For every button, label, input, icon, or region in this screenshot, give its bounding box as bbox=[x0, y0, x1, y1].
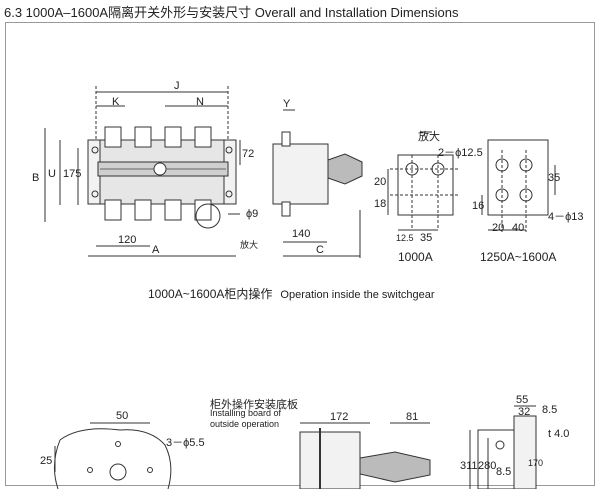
dim-u: U bbox=[48, 168, 56, 180]
caption-cn: 1000A~1600A柜内操作 bbox=[148, 287, 273, 301]
dim-50: 50 bbox=[116, 410, 129, 422]
dim-8-5-a: 8.5 bbox=[542, 404, 558, 416]
dim-140: 140 bbox=[292, 228, 311, 240]
dim-a: A bbox=[152, 244, 160, 256]
switch-side-view bbox=[272, 109, 363, 258]
dim-b: B bbox=[32, 172, 40, 184]
label-1000a: 1000A bbox=[398, 250, 433, 264]
dim-40: 40 bbox=[512, 222, 525, 234]
dim-311: 311 bbox=[460, 460, 478, 472]
dim-8-5-b: 8.5 bbox=[496, 466, 512, 478]
figure-caption: 1000A~1600A柜内操作 Operation inside the swit… bbox=[148, 285, 435, 302]
board-title-en-1: Installing board of bbox=[210, 408, 282, 418]
hole-3-phi5-5: 3－ϕ5.5 bbox=[166, 437, 205, 449]
dim-55: 55 bbox=[516, 394, 529, 406]
dim-t4: t 4.0 bbox=[548, 428, 570, 440]
dim-12-5: 12.5 bbox=[396, 233, 414, 243]
dim-k: K bbox=[112, 96, 120, 108]
mounting-board-view bbox=[54, 422, 172, 489]
hole-1250a: 4－ϕ13 bbox=[548, 211, 584, 223]
dim-phi9: ϕ9 bbox=[246, 208, 259, 220]
dim-16: 16 bbox=[472, 200, 485, 212]
dim-20-1250a: 20 bbox=[492, 222, 505, 234]
dim-35-1000a: 35 bbox=[420, 232, 433, 244]
terminal-detail-1000a bbox=[387, 131, 460, 231]
dim-n: N bbox=[196, 96, 204, 108]
board-title-cn: 柜外操作安装底板 bbox=[210, 399, 298, 411]
dim-25: 25 bbox=[40, 455, 53, 467]
dim-c: C bbox=[316, 244, 324, 256]
handle-bracket-view bbox=[469, 405, 537, 489]
outside-operation-side-view bbox=[299, 422, 431, 489]
dim-32: 32 bbox=[518, 406, 531, 418]
drawing-frame bbox=[5, 22, 595, 486]
dim-20-1000a: 20 bbox=[374, 176, 387, 188]
dim-172: 172 bbox=[330, 411, 349, 423]
zoom-label-1: 放大 bbox=[240, 240, 259, 250]
dim-175: 175 bbox=[63, 168, 82, 180]
dim-170: 170 bbox=[528, 458, 544, 468]
label-1250a-1600a: 1250A~1600A bbox=[480, 250, 557, 264]
caption-en: Operation inside the switchgear bbox=[280, 289, 435, 301]
zoom-label-2: 放大 bbox=[418, 131, 440, 143]
dim-72: 72 bbox=[242, 148, 255, 160]
dim-280: 280 bbox=[478, 460, 497, 472]
dim-y: Y bbox=[283, 98, 291, 110]
dim-120: 120 bbox=[118, 234, 137, 246]
dim-j: J bbox=[174, 80, 180, 92]
dim-35-1250a: 35 bbox=[548, 172, 561, 184]
dim-18-1000a: 18 bbox=[374, 198, 387, 210]
dim-81: 81 bbox=[406, 411, 419, 423]
board-title-en-2: outside operation bbox=[210, 419, 280, 429]
page-title: 6.3 1000A–1600A隔离开关外形与安装尺寸 Overall and I… bbox=[4, 5, 459, 20]
terminal-detail-1250a bbox=[481, 139, 556, 232]
hole-1000a: 2－ϕ12.5 bbox=[438, 147, 483, 159]
switch-front-view bbox=[44, 86, 241, 257]
